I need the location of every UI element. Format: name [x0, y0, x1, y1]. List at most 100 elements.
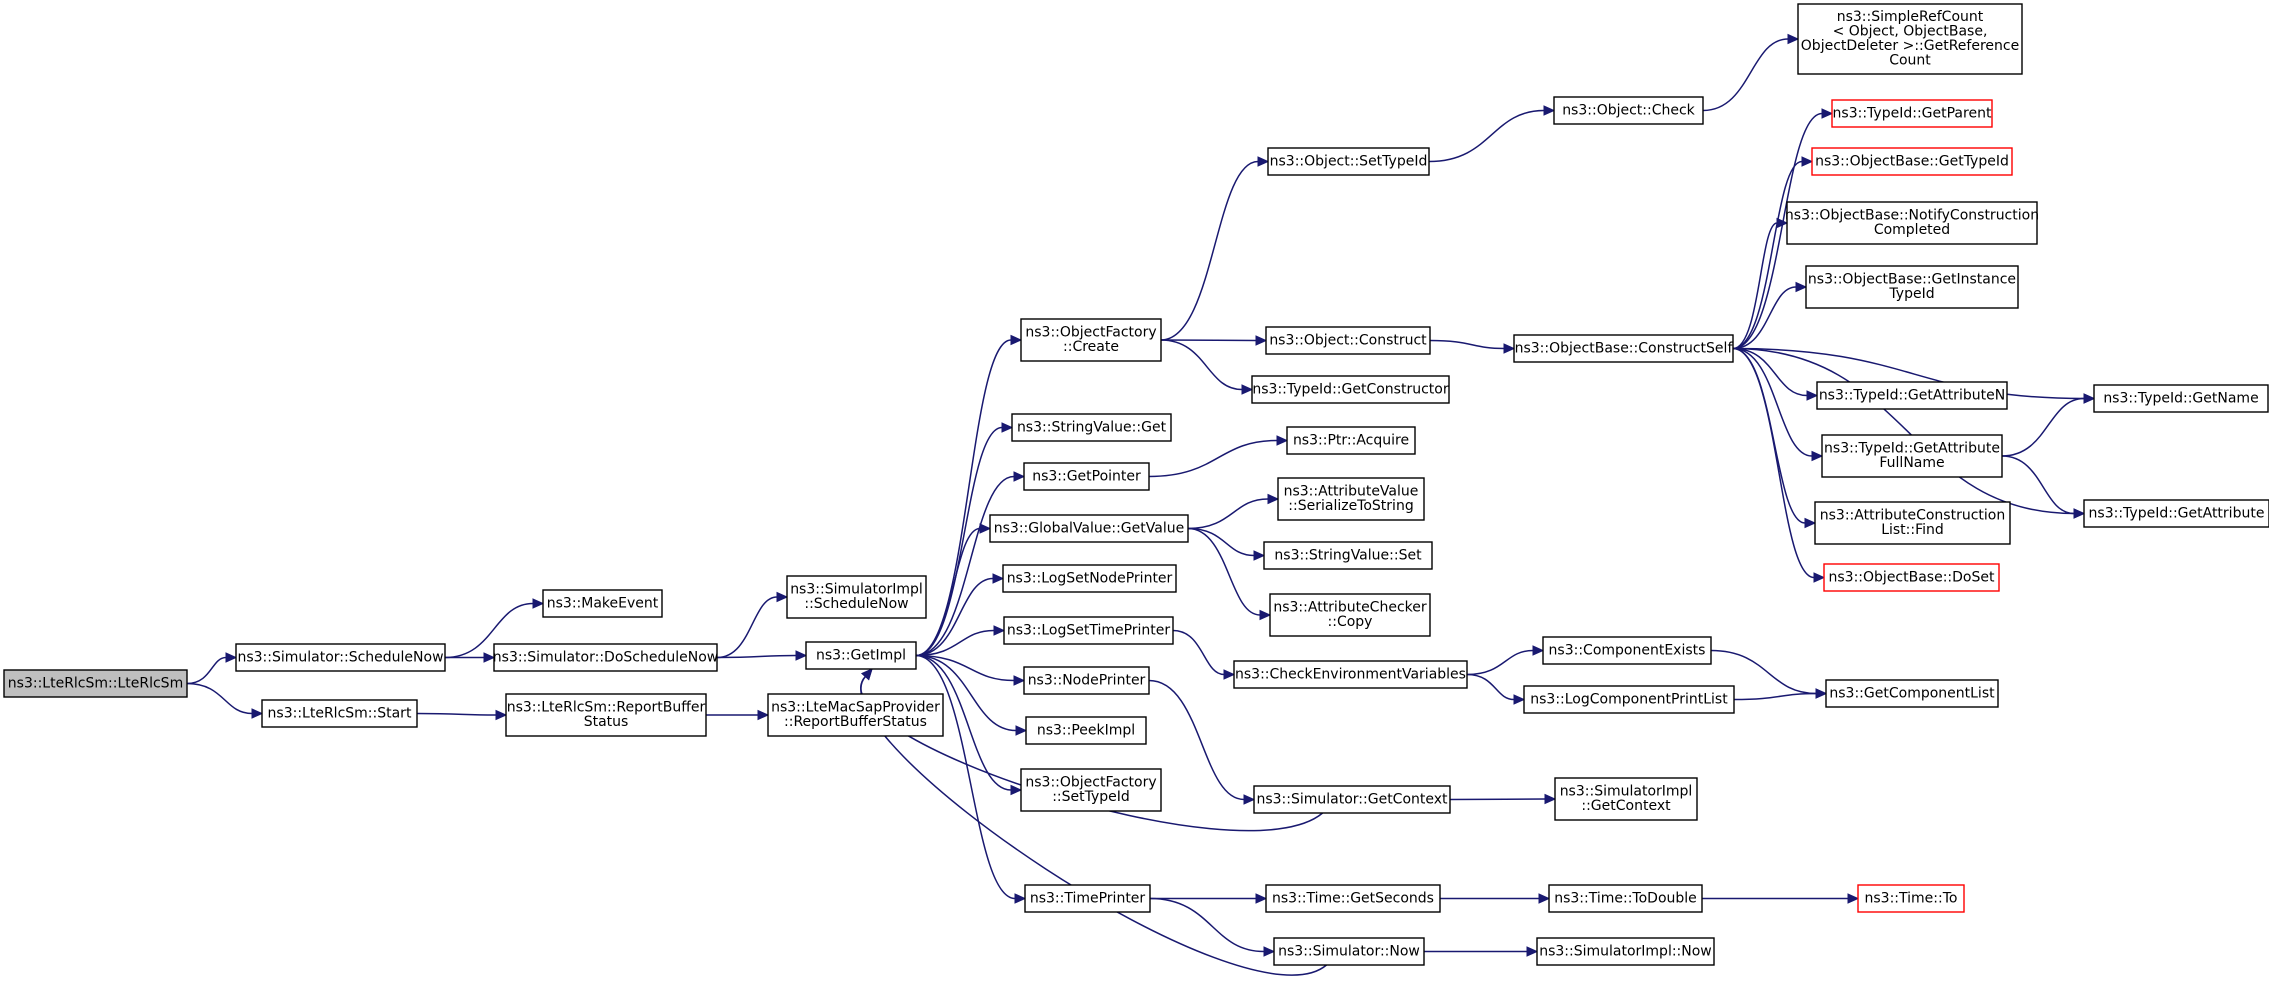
node-box: [542, 589, 663, 618]
node-ofCreate[interactable]: ns3::ObjectFactory::Create: [1020, 318, 1162, 362]
node-label-line: ns3::LogSetTimePrinter: [1007, 622, 1171, 638]
node-box: [1286, 426, 1416, 455]
node-box: [1821, 434, 2003, 478]
node-label-line: ns3::LteMacSapProvider: [771, 700, 940, 716]
node-objSetTypeId[interactable]: ns3::Object::SetTypeId: [1267, 147, 1430, 176]
node-box: [1020, 768, 1162, 812]
node-acCopy[interactable]: ns3::AttributeChecker::Copy: [1269, 593, 1431, 637]
node-checkEnv[interactable]: ns3::CheckEnvironmentVariables: [1233, 660, 1468, 689]
node-label-line: ns3::LteRlcSm::ReportBuffer: [507, 700, 706, 716]
node-label-line: ::GetContext: [1581, 798, 1671, 814]
edge-doSchedNow-to-implSchedNow: [716, 591, 789, 659]
node-obDoSet[interactable]: ns3::ObjectBase::DoSet: [1823, 563, 2000, 592]
node-ofSetTypeId[interactable]: ns3::ObjectFactory::SetTypeId: [1020, 768, 1162, 812]
node-label-line: ns3::Simulator::GetContext: [1256, 791, 1448, 807]
node-obNotify[interactable]: ns3::ObjectBase::NotifyConstructionCompl…: [1785, 201, 2039, 245]
node-gvGetValue[interactable]: ns3::GlobalValue::GetValue: [989, 514, 1189, 543]
node-box: [1523, 685, 1735, 714]
node-simGetContext[interactable]: ns3::Simulator::GetContext: [1253, 785, 1451, 814]
node-label-line: ns3::ComponentExists: [1549, 642, 1706, 658]
node-makeEvent[interactable]: ns3::MakeEvent: [542, 589, 663, 618]
node-implGetContext[interactable]: ns3::SimulatorImpl::GetContext: [1554, 777, 1698, 821]
node-logCompPrint[interactable]: ns3::LogComponentPrintList: [1523, 685, 1735, 714]
node-rlcReport[interactable]: ns3::LteRlcSm::ReportBufferStatus: [505, 693, 707, 737]
node-simNow[interactable]: ns3::Simulator::Now: [1273, 937, 1425, 966]
node-label-line: ns3::TimePrinter: [1030, 890, 1146, 906]
node-logTime[interactable]: ns3::LogSetTimePrinter: [1003, 616, 1174, 645]
node-getRefCount[interactable]: ns3::SimpleRefCount< Object, ObjectBase,…: [1797, 3, 2023, 75]
node-timeToDouble[interactable]: ns3::Time::ToDouble: [1548, 884, 1703, 913]
node-compExists[interactable]: ns3::ComponentExists: [1542, 636, 1712, 665]
node-box: [1536, 937, 1715, 966]
edge-getImpl-to-peekImpl: [915, 654, 1028, 736]
node-box: [1023, 462, 1150, 491]
node-tidGetAttr[interactable]: ns3::TypeId::GetAttribute: [2083, 499, 2269, 528]
node-box: [1267, 147, 1430, 176]
node-svSet[interactable]: ns3::StringValue::Set: [1263, 541, 1433, 570]
node-nodePrinter[interactable]: ns3::NodePrinter: [1023, 666, 1150, 695]
node-tidGetParent[interactable]: ns3::TypeId::GetParent: [1831, 99, 1993, 128]
edge-getImpl-to-timePrinter: [915, 654, 1027, 904]
node-tidGetName[interactable]: ns3::TypeId::GetName: [2093, 384, 2269, 413]
node-getImpl[interactable]: ns3::GetImpl: [805, 641, 917, 670]
edge-obConstructSelf-to-obNotify: [1732, 217, 1789, 350]
node-timePrinter[interactable]: ns3::TimePrinter: [1024, 884, 1151, 913]
node-label-line: ns3::TypeId::GetAttributeN: [1819, 387, 2005, 403]
node-label-line: ns3::GetComponentList: [1829, 685, 1995, 701]
node-box: [1823, 563, 2000, 592]
edge-ofCreate-to-objConstruct: [1160, 335, 1268, 346]
node-start[interactable]: ns3::LteRlcSm::Start: [261, 699, 418, 728]
node-box: [1553, 96, 1704, 125]
node-objCheck[interactable]: ns3::Object::Check: [1553, 96, 1704, 125]
node-getCompList[interactable]: ns3::GetComponentList: [1825, 679, 1999, 708]
node-tidGetCtor[interactable]: ns3::TypeId::GetConstructor: [1251, 375, 1450, 404]
node-box: [2083, 499, 2269, 528]
node-schedNow[interactable]: ns3::Simulator::ScheduleNow: [235, 643, 446, 672]
node-avSerialize[interactable]: ns3::AttributeValue::SerializeToString: [1277, 477, 1425, 521]
node-getPointer[interactable]: ns3::GetPointer: [1023, 462, 1150, 491]
node-label-line: ::SetTypeId: [1052, 789, 1130, 805]
node-label-line: ns3::StringValue::Get: [1017, 419, 1167, 435]
node-box: [1548, 884, 1703, 913]
node-box: [1831, 99, 1993, 128]
node-box: [1003, 616, 1174, 645]
node-objConstruct[interactable]: ns3::Object::Construct: [1265, 326, 1431, 355]
node-box: [1805, 265, 2019, 309]
node-doSchedNow[interactable]: ns3::Simulator::DoScheduleNow: [493, 643, 718, 672]
node-svGet[interactable]: ns3::StringValue::Get: [1011, 413, 1172, 442]
node-root[interactable]: ns3::LteRlcSm::LteRlcSm: [3, 669, 188, 698]
node-implSchedNow[interactable]: ns3::SimulatorImpl::ScheduleNow: [786, 575, 927, 619]
node-implNow[interactable]: ns3::SimulatorImpl::Now: [1536, 937, 1715, 966]
edge-getImpl-to-gvGetValue: [915, 523, 992, 657]
node-obGetTypeId[interactable]: ns3::ObjectBase::GetTypeId: [1811, 147, 2013, 176]
node-peekImpl[interactable]: ns3::PeekImpl: [1025, 716, 1147, 745]
node-box: [1277, 477, 1425, 521]
node-box: [1265, 884, 1441, 913]
node-ptrAcquire[interactable]: ns3::Ptr::Acquire: [1286, 426, 1416, 455]
node-box: [1011, 413, 1172, 442]
node-box: [1025, 716, 1147, 745]
edge-tidGetAttrFull-to-tidGetAttr: [2001, 455, 2086, 519]
node-label-line: ns3::ObjectFactory: [1025, 775, 1156, 791]
node-timeTo[interactable]: ns3::Time::To: [1857, 884, 1965, 913]
node-macReport[interactable]: ns3::LteMacSapProvider::ReportBufferStat…: [767, 693, 944, 737]
node-obConstructSelf[interactable]: ns3::ObjectBase::ConstructSelf: [1513, 334, 1734, 363]
edge-getImpl-to-getPointer: [915, 471, 1026, 657]
node-label-line: ns3::Time::GetSeconds: [1272, 890, 1434, 906]
node-timeGetSeconds[interactable]: ns3::Time::GetSeconds: [1265, 884, 1441, 913]
node-logNode[interactable]: ns3::LogSetNodePrinter: [1002, 564, 1177, 593]
edge-nodePrinter-to-simGetContext: [1148, 679, 1256, 805]
node-label-line: ns3::Object::SetTypeId: [1270, 153, 1428, 169]
node-tidGetAttrN[interactable]: ns3::TypeId::GetAttributeN: [1816, 381, 2008, 410]
node-label-line: FullName: [1879, 455, 1944, 471]
node-box: [1002, 564, 1177, 593]
node-box: [493, 643, 718, 672]
node-label-line: ns3::ObjectBase::DoSet: [1829, 569, 1995, 585]
node-label-line: ns3::CheckEnvironmentVariables: [1235, 666, 1466, 682]
edge-gvGetValue-to-svSet: [1187, 527, 1266, 561]
node-label-line: ns3::LteRlcSm::Start: [268, 705, 412, 721]
node-label-line: ns3::Simulator::ScheduleNow: [237, 649, 443, 665]
